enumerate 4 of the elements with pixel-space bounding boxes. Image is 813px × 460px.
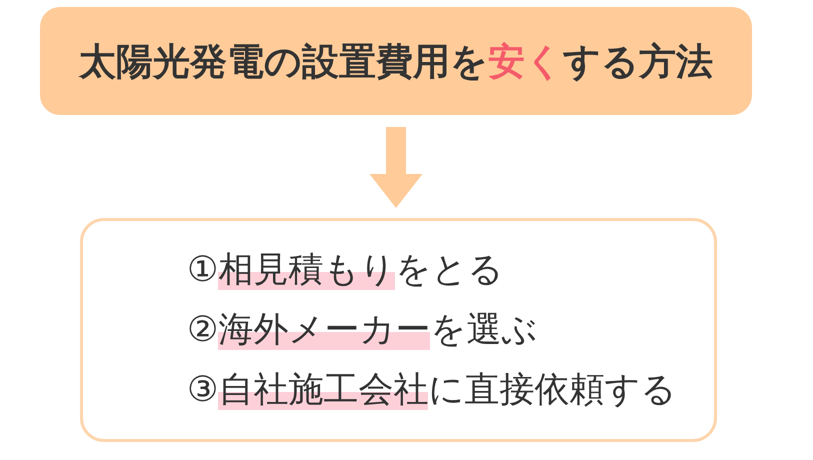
list-item-text: ③自社施工会社に直接依頼する [187,369,676,411]
list-box [80,218,717,442]
title-text: 太陽光発電の設置費用を安くする方法 [79,42,713,80]
title-box [40,7,752,115]
